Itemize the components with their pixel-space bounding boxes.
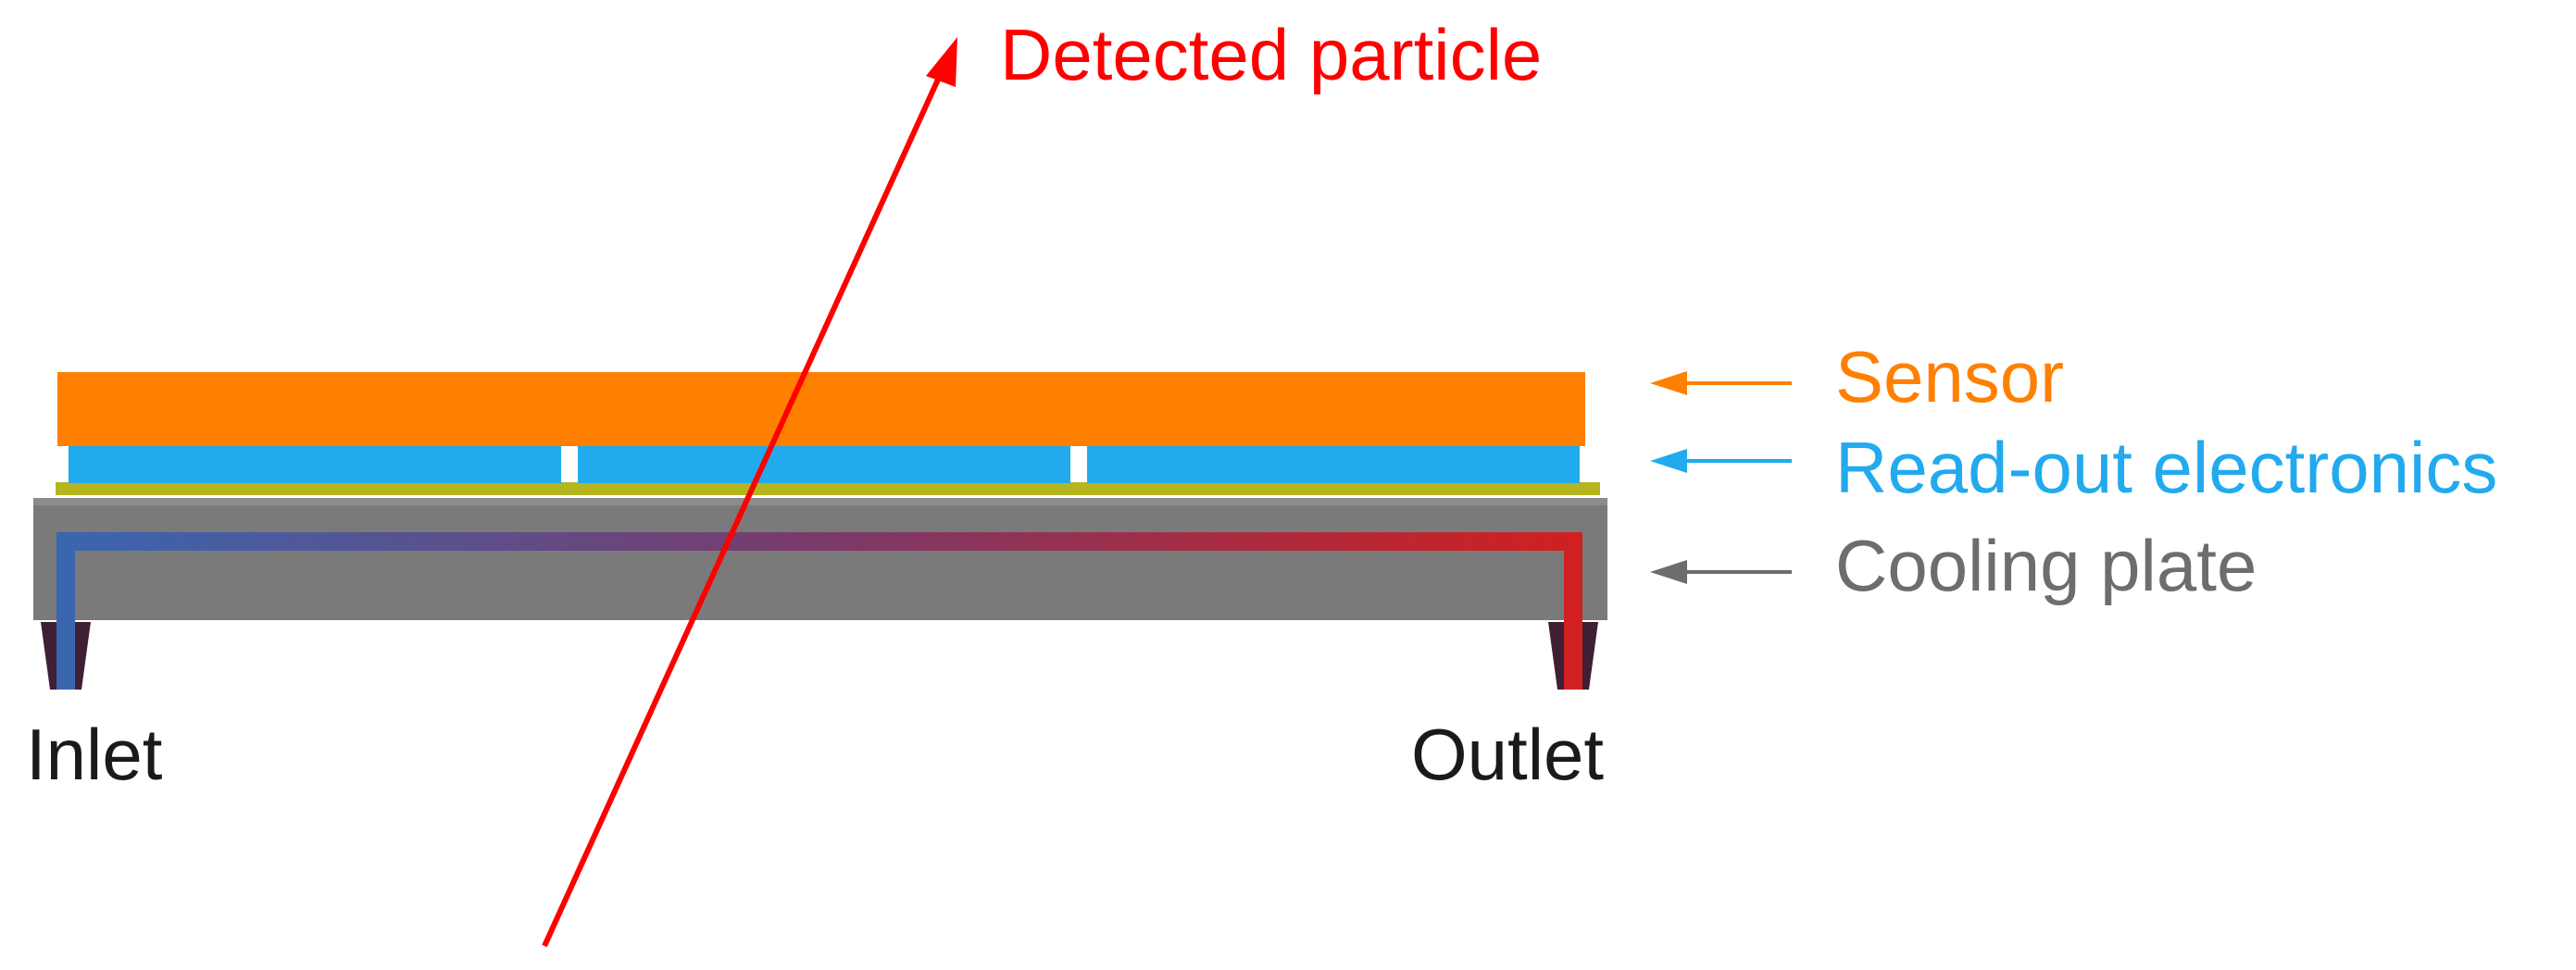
bond-layer — [56, 482, 1600, 495]
sensor-legend-arrowhead — [1650, 371, 1687, 395]
inlet-label: Inlet — [26, 714, 163, 795]
outlet-label: Outlet — [1411, 714, 1604, 795]
readout-legend-arrowhead — [1650, 449, 1687, 473]
sensor — [57, 372, 1585, 446]
particle-track — [542, 59, 949, 948]
cooling-plate-top-edge — [33, 498, 1607, 505]
sensor-legend-label: Sensor — [1835, 336, 2064, 417]
cooling-legend-arrowhead — [1650, 560, 1687, 584]
readout-chip-1 — [69, 442, 561, 483]
readout-chip-3 — [1087, 442, 1580, 483]
cooling-legend-label: Cooling plate — [1835, 525, 2257, 606]
particle-label: Detected particle — [1000, 14, 1542, 95]
particle-arrowhead — [926, 37, 957, 87]
cooling-plate — [33, 498, 1607, 620]
readout-legend-label: Read-out electronics — [1835, 427, 2497, 508]
readout-chip-2 — [578, 442, 1070, 483]
